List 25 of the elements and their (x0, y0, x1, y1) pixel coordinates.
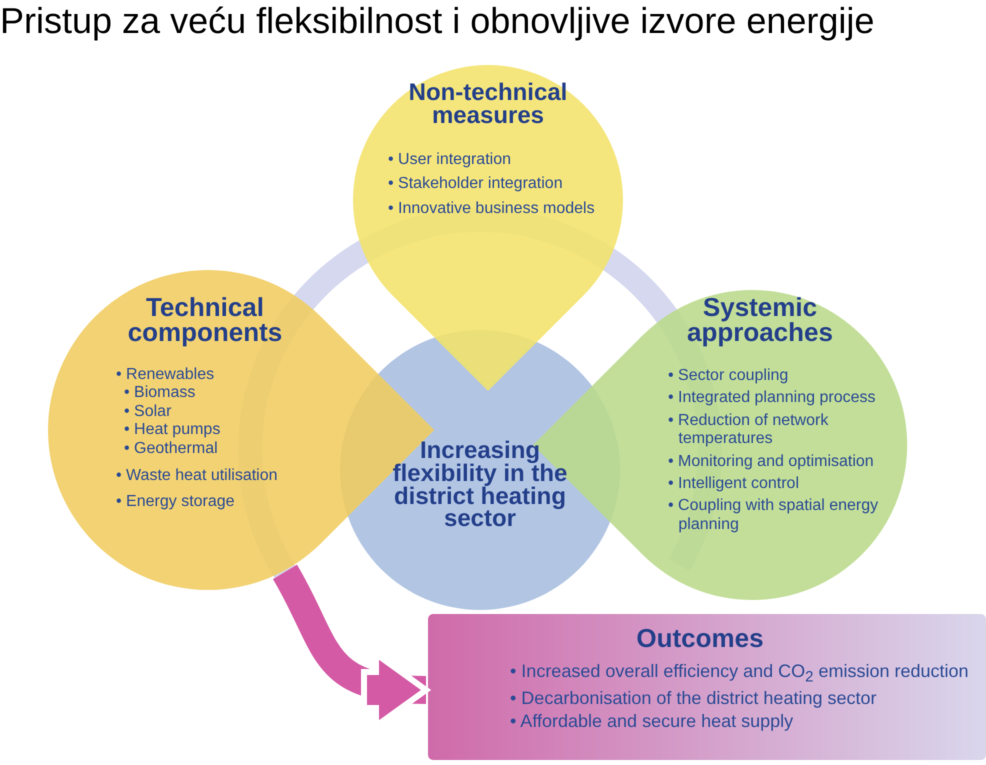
bullet-item: • Innovative business models (388, 200, 596, 218)
center-label: Increasing flexibility in the district heating sector (392, 440, 568, 532)
section-heading: Systemic approaches (686, 295, 834, 344)
bullet-item: • Solar (124, 402, 172, 422)
bullet-item: • Coupling with spatial energy planning (668, 497, 880, 534)
bullet-item: • Decarbonisation of the district heating sector (510, 688, 878, 709)
bullet-item: • Waste heat utilisation (116, 466, 279, 486)
section-heading: Non-technical measures (408, 82, 568, 128)
bullet-item: • Sector coupling (668, 367, 790, 386)
section-heading: Technical components (126, 295, 284, 344)
bullet-item: • User integration (388, 151, 512, 170)
bullet-item: • Renewables (116, 366, 216, 384)
bullet-item: • Monitoring and optimisation (668, 452, 875, 471)
bullet-item: • Energy storage (116, 493, 236, 512)
bullet-item: • Heat pumps (124, 421, 222, 440)
bullet-item: • Biomass (124, 384, 196, 403)
bullet-item: • Stakeholder integration (388, 175, 564, 194)
bullet-item: • Increased overall efficiency and CO$_{2}$ emission reduction (510, 661, 970, 686)
bullet-item: • Affordable and secure heat supply (510, 710, 794, 732)
bullet-item: • Reduction of network temperatures (668, 412, 830, 449)
bullet-item: • Integrated planning process (668, 389, 876, 408)
bullet-item: • Intelligent control (668, 474, 800, 494)
section-heading: Outcomes (635, 626, 765, 651)
bullet-item: • Geothermal (124, 440, 219, 458)
page-title: Pristup za veću fleksibilnost i obnovljive izvore energije (0, 0, 876, 42)
